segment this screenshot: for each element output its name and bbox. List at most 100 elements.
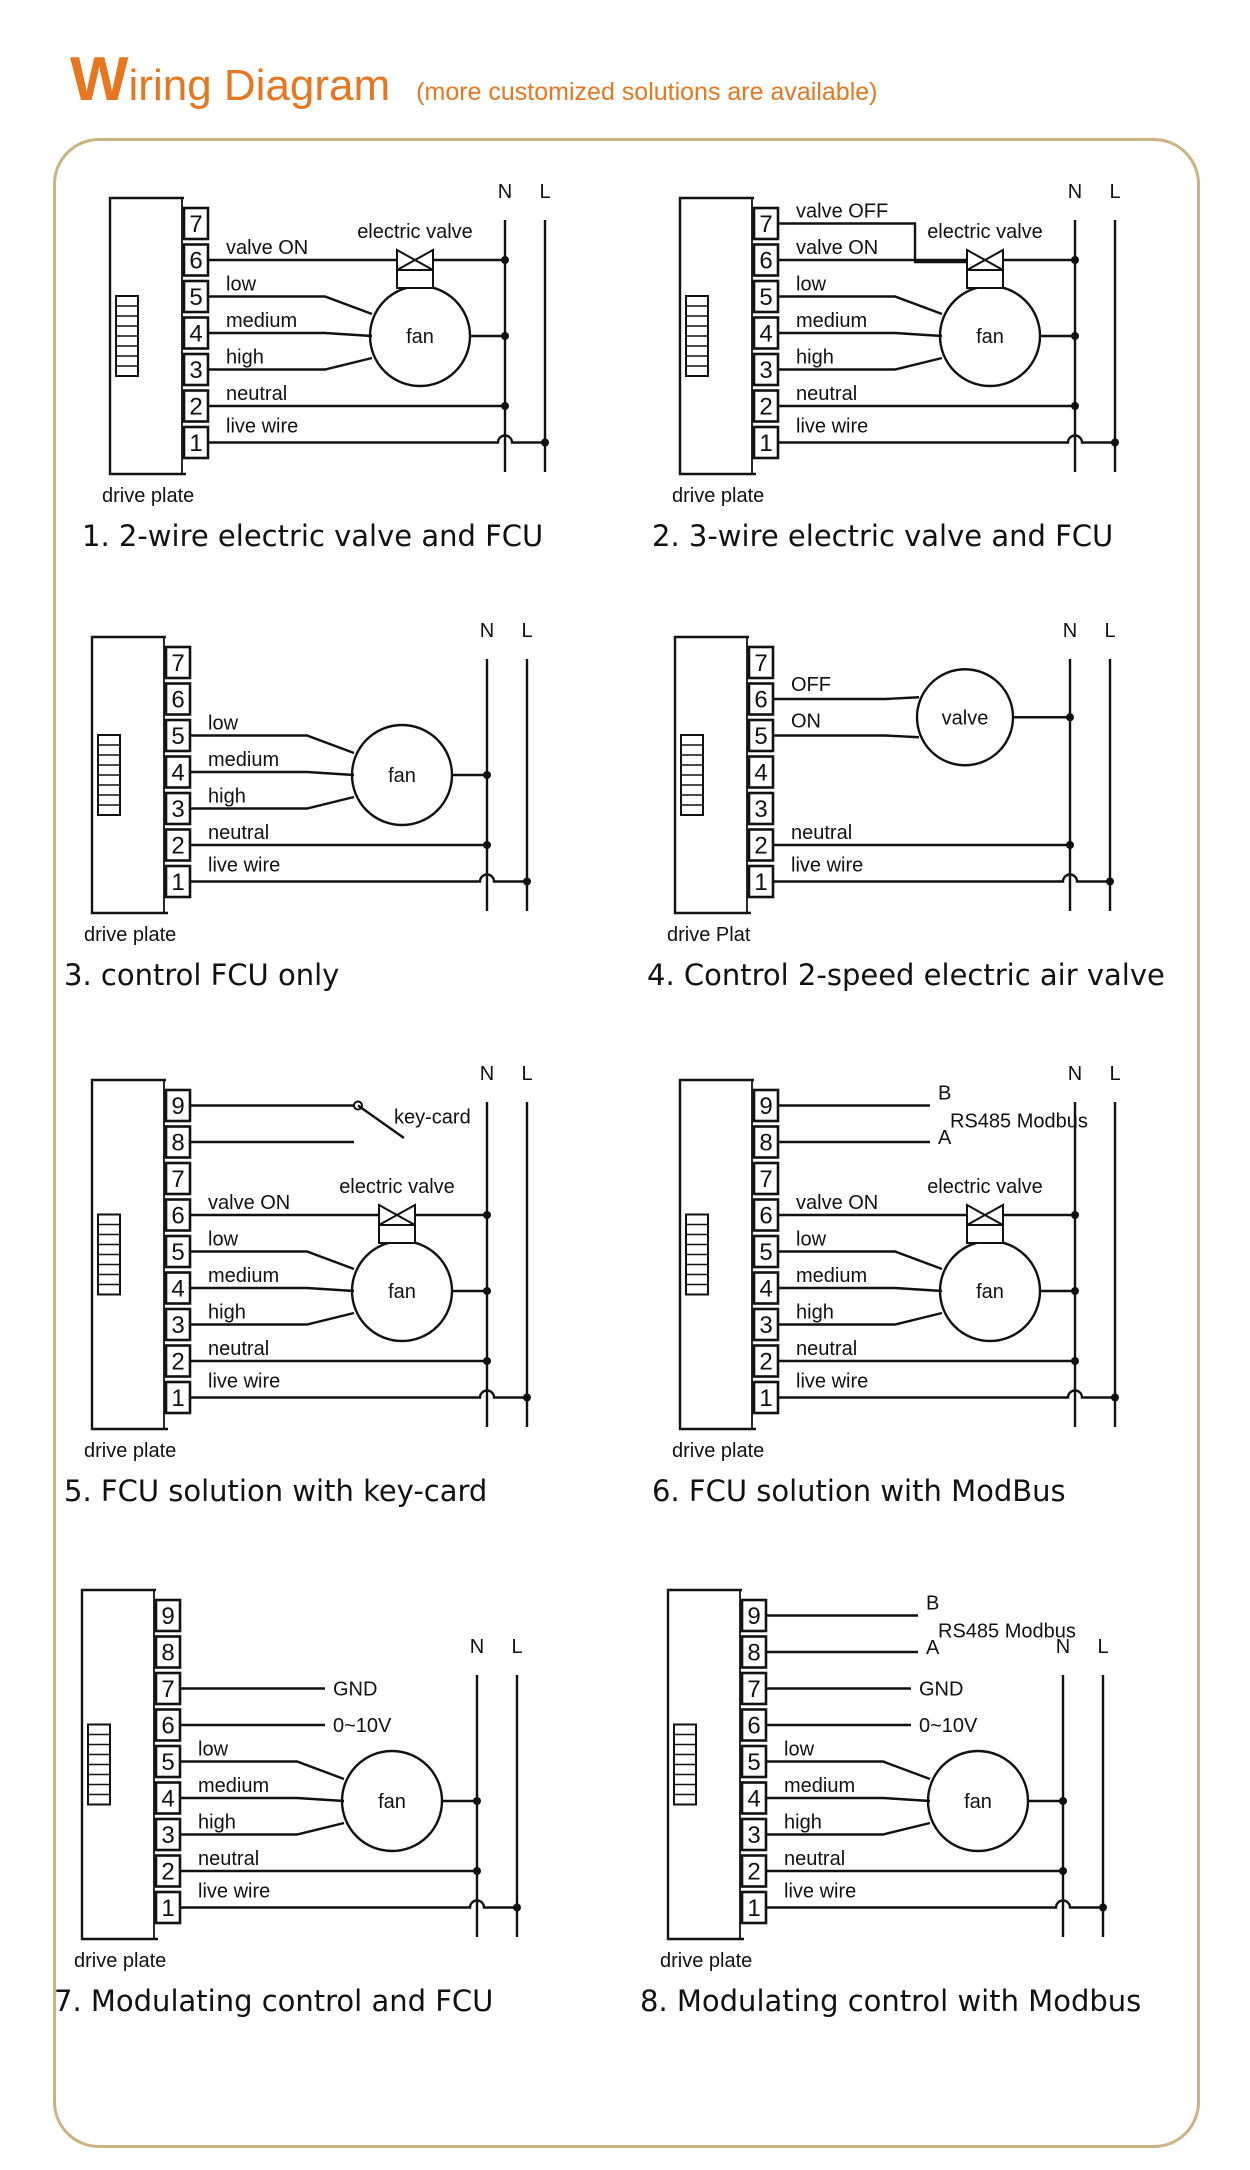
neutral-rail-label: N <box>1056 1636 1070 1658</box>
neutral-rail-label: N <box>1063 620 1077 642</box>
wire-label: live wire <box>784 1881 856 1903</box>
connector-icon <box>115 295 139 377</box>
terminal-number: 2 <box>171 833 184 860</box>
terminal-box <box>164 1088 192 1123</box>
diagram-caption: 5. FCU solution with key-card <box>64 1474 487 1508</box>
drive-plate-label: drive Plat <box>667 924 751 946</box>
terminal-box <box>154 1598 182 1633</box>
electric-valve-icon <box>378 1203 416 1244</box>
terminal-number: 4 <box>759 1276 772 1303</box>
terminal-box <box>752 389 780 423</box>
drive-plate-outline <box>108 196 186 476</box>
terminal-number: 5 <box>161 1749 174 1776</box>
drive-plate-outline <box>80 1588 158 1941</box>
wire-live <box>208 434 545 444</box>
wire-label: valve ON <box>208 1192 290 1214</box>
bus-b-label: B <box>938 1083 951 1105</box>
terminal-box <box>752 1234 780 1269</box>
junction-dot <box>523 1393 531 1402</box>
wire-label: medium <box>226 310 297 332</box>
terminal-number: 3 <box>189 357 202 384</box>
terminal-box <box>164 645 192 680</box>
junction-dot <box>483 841 491 849</box>
bus-a-label: A <box>938 1127 952 1149</box>
terminal-number: 6 <box>759 248 772 275</box>
wire-label: medium <box>796 310 867 332</box>
terminal-box <box>740 1854 768 1888</box>
connector-icon <box>680 734 704 816</box>
wire-label: high <box>796 1302 834 1324</box>
junction-dot <box>1059 1867 1067 1875</box>
drive-plate-label: drive plate <box>74 1950 166 1972</box>
drive-plate-outline <box>678 196 756 476</box>
wire-label: medium <box>198 1775 269 1797</box>
junction-dot <box>473 1797 481 1805</box>
connector-icon <box>673 1723 697 1806</box>
wire-fan-speed <box>180 1821 345 1836</box>
bus-b-label: B <box>926 1593 939 1615</box>
fan-label: fan <box>388 1281 416 1303</box>
wire-label: OFF <box>791 674 831 696</box>
diagram-caption: 8. Modulating control with Modbus <box>640 1984 1141 2018</box>
wire-fan-speed <box>208 356 373 371</box>
modbus-label: RS485 Modbus <box>938 1621 1076 1643</box>
wire-label: low <box>784 1739 815 1761</box>
wire-label: 0~10V <box>333 1715 392 1737</box>
fan-label: fan <box>976 326 1004 348</box>
junction-dot <box>1071 1357 1079 1365</box>
diagram-frame <box>53 138 1200 2148</box>
terminal-box <box>154 1635 182 1669</box>
wire-label: low <box>208 713 239 735</box>
terminal-number: 8 <box>747 1640 760 1667</box>
wire-fan-speed <box>778 331 943 338</box>
terminal-number: 6 <box>171 687 184 714</box>
terminal-box <box>182 352 210 387</box>
terminal-number: 3 <box>171 796 184 823</box>
wire-fan-speed <box>190 1250 355 1271</box>
junction-dot <box>1111 1393 1119 1402</box>
wire-label: low <box>226 274 257 296</box>
key-card-label: key-card <box>394 1107 471 1129</box>
terminal-number: 5 <box>759 1239 772 1266</box>
junction-dot <box>1071 1211 1079 1219</box>
page-title: iring Diagram <box>128 61 391 110</box>
terminal-number: 5 <box>171 723 184 750</box>
terminal-box <box>752 1344 780 1378</box>
terminal-number: 4 <box>747 1786 760 1813</box>
wire-fan-speed <box>190 770 355 777</box>
terminal-box <box>752 1307 780 1342</box>
terminal-box <box>164 682 192 716</box>
live-rail-label: L <box>511 1636 522 1658</box>
wire-fan-speed <box>778 356 943 371</box>
junction-dot <box>501 332 509 340</box>
wire-air-valve <box>773 734 920 739</box>
wire-fan-speed <box>190 1286 355 1293</box>
diagram-caption: 7. Modulating control and FCU <box>54 1984 493 2018</box>
terminal-number: 5 <box>759 284 772 311</box>
wire-live <box>190 1389 527 1399</box>
fan-label: fan <box>406 326 434 348</box>
wire-label: valve ON <box>796 237 878 259</box>
electric-valve-label: electric valve <box>339 1176 455 1198</box>
wire-fan-speed <box>778 1286 943 1293</box>
terminal-number: 4 <box>189 321 202 348</box>
wire-fan-speed <box>778 295 943 316</box>
wire-label: low <box>796 1229 827 1251</box>
terminal-number: 8 <box>171 1130 184 1157</box>
terminal-number: 6 <box>161 1713 174 1740</box>
junction-dot <box>1071 332 1079 340</box>
terminal-number: 7 <box>759 1166 772 1193</box>
wire-label: live wire <box>198 1881 270 1903</box>
neutral-rail-label: N <box>470 1636 484 1658</box>
terminal-number: 1 <box>161 1895 174 1922</box>
wire-fan-speed <box>766 1821 931 1836</box>
terminal-number: 6 <box>171 1203 184 1230</box>
junction-dot <box>513 1903 521 1912</box>
terminal-box <box>740 1781 768 1815</box>
terminal-number: 4 <box>161 1786 174 1813</box>
junction-dot <box>1071 256 1079 264</box>
wire-label: live wire <box>796 1371 868 1393</box>
diagram-caption: 3. control FCU only <box>64 958 339 992</box>
